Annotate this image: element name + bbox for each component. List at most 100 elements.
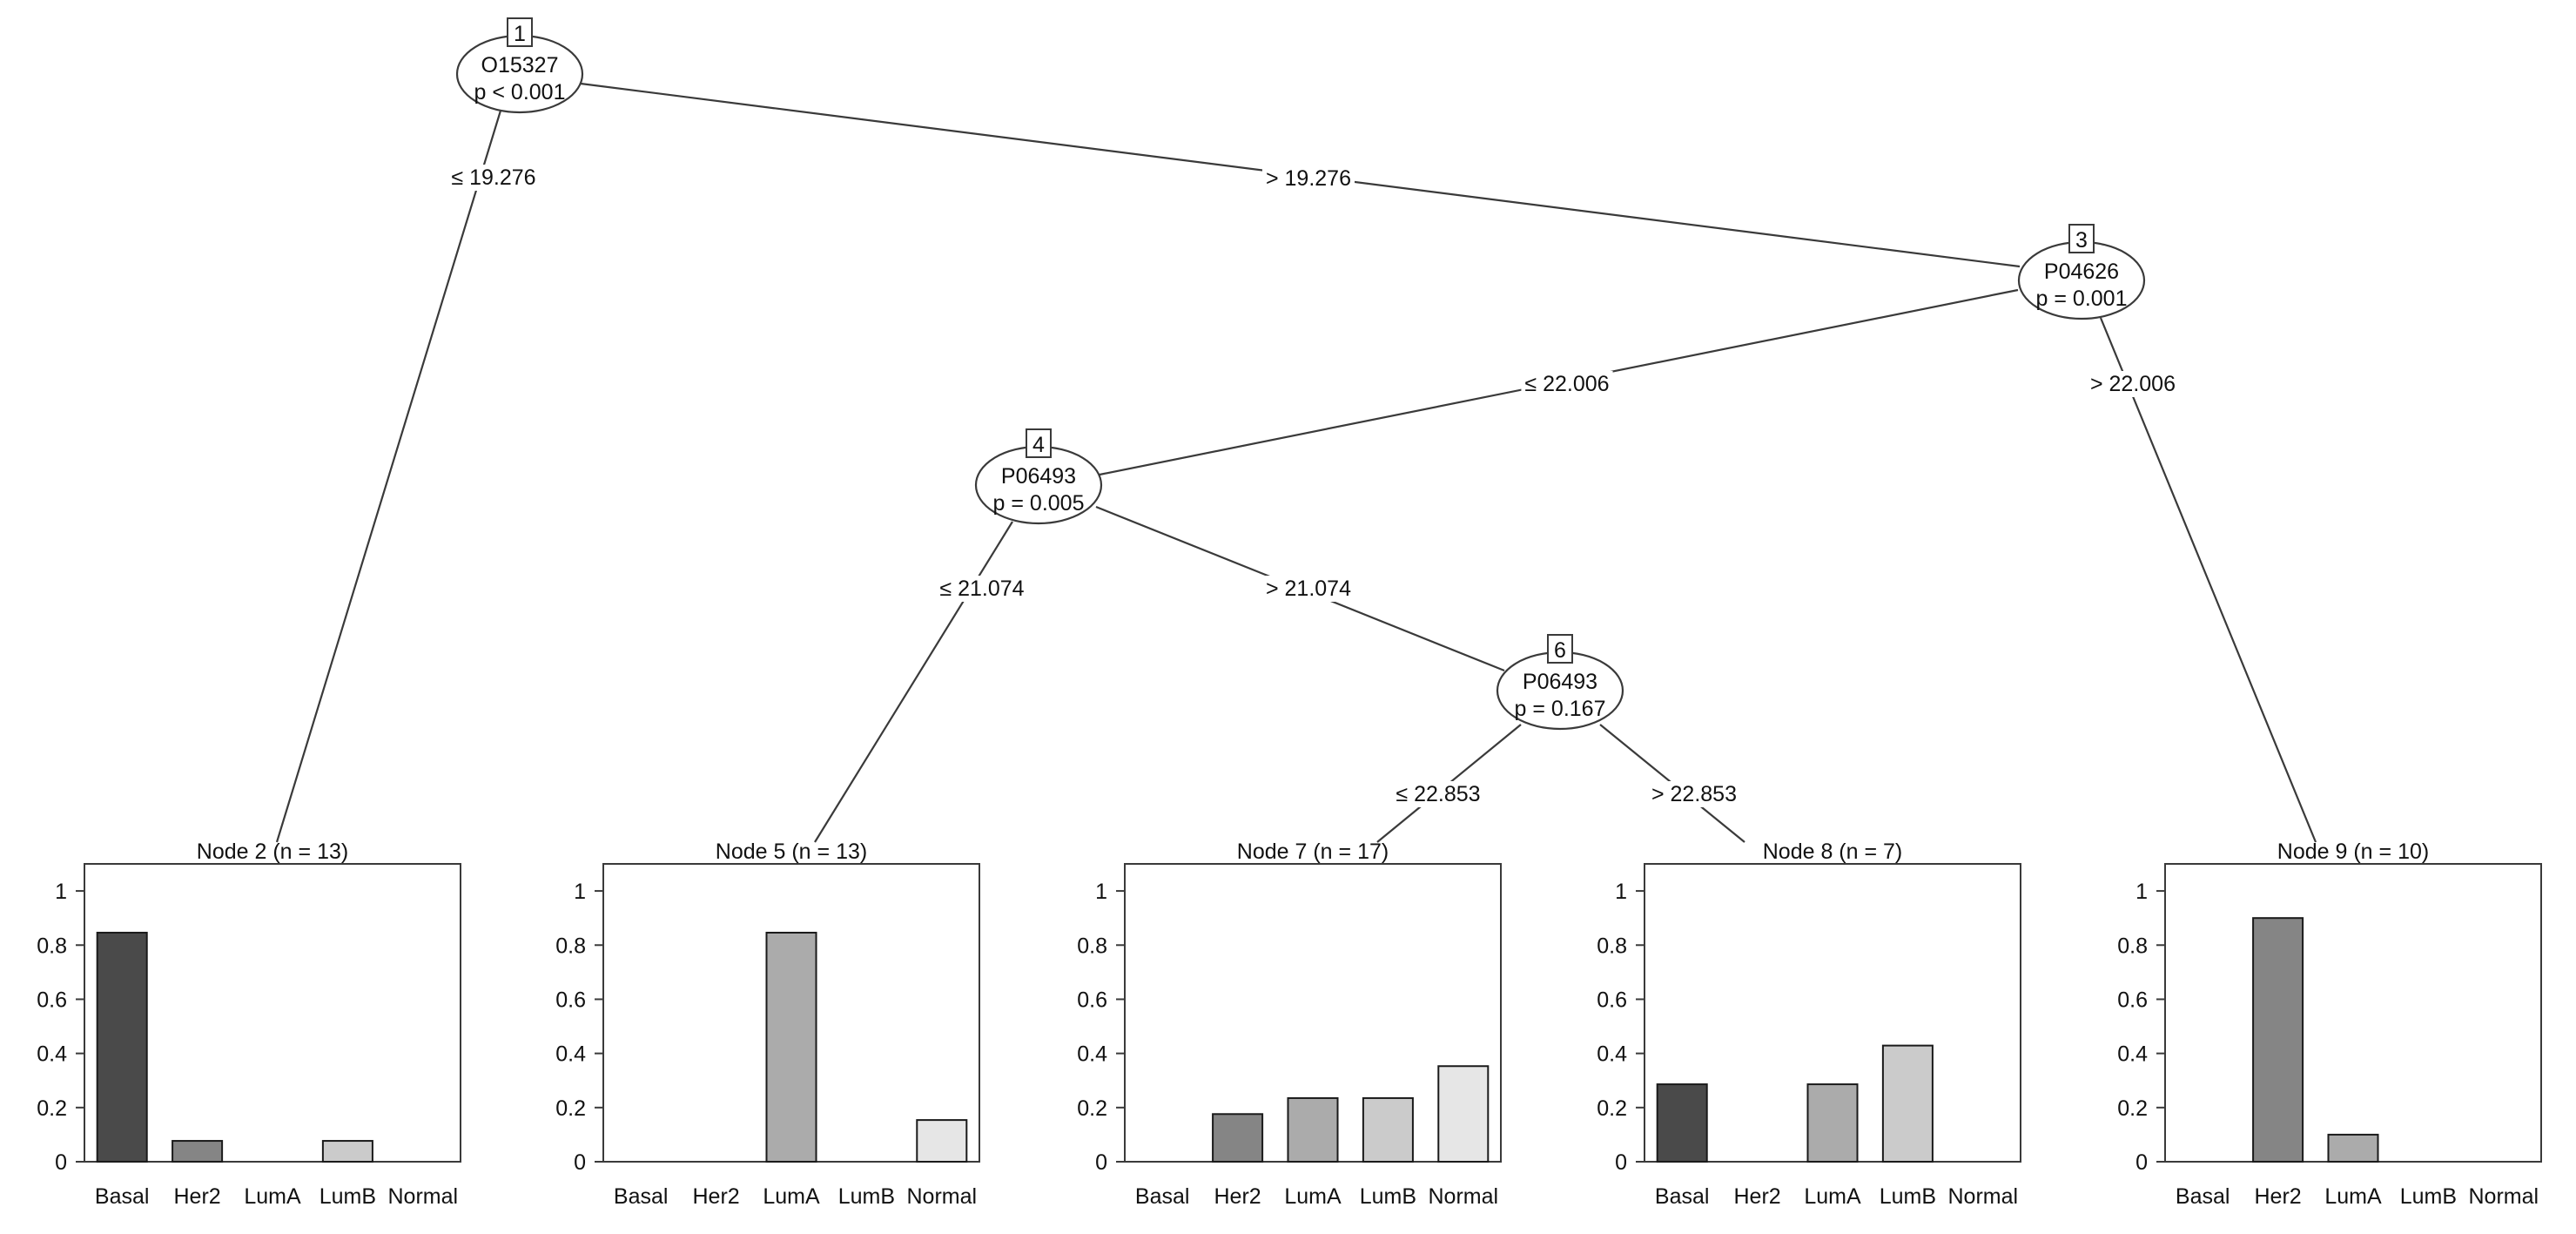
category-label-lumb: LumB	[838, 1184, 895, 1209]
y-tick-label: 0.4	[555, 1042, 586, 1067]
category-label-luma: LumA	[2324, 1184, 2382, 1209]
category-label-normal: Normal	[388, 1184, 459, 1209]
y-tick-label: 0.6	[555, 988, 586, 1012]
category-label-basal: Basal	[1135, 1184, 1190, 1209]
edge-label-background	[1261, 576, 1355, 602]
category-label-luma: LumA	[1804, 1184, 1861, 1209]
edge-label-4-to-5: ≤ 21.074	[939, 577, 1024, 601]
node-id-box	[1547, 634, 1573, 664]
tree-edge-labels: ≤ 19.276> 19.276≤ 22.006> 22.006≤ 21.074…	[447, 165, 2180, 807]
y-tick-label: 0.4	[1077, 1042, 1107, 1067]
bar-normal	[1437, 1065, 1490, 1163]
category-label-normal: Normal	[1948, 1184, 2019, 1209]
category-label-her2: Her2	[693, 1184, 740, 1209]
node-id-label: 4	[1032, 433, 1045, 457]
y-tick-label: 0.8	[2117, 934, 2148, 958]
node-id-box	[2068, 224, 2095, 253]
edge-label-background	[1647, 781, 1741, 807]
category-label-luma: LumA	[763, 1184, 820, 1209]
y-tick-label: 1	[1095, 880, 1107, 904]
edge-label-background	[1392, 781, 1484, 807]
bar-lumb	[1881, 1044, 1934, 1163]
category-label-lumb: LumB	[2400, 1184, 2457, 1209]
category-label-her2: Her2	[1214, 1184, 1261, 1209]
y-tick-label: 0	[55, 1150, 67, 1175]
y-tick-label: 0.4	[2117, 1042, 2148, 1067]
y-tick-label: 0.8	[555, 934, 586, 958]
category-label-normal: Normal	[1429, 1184, 1499, 1209]
category-label-lumb: LumB	[319, 1184, 376, 1209]
bar-her2	[1212, 1113, 1264, 1163]
category-label-normal: Normal	[2469, 1184, 2539, 1209]
y-tick-label: 0.8	[1077, 934, 1107, 958]
edge-label-3-to-9: > 22.006	[2090, 372, 2176, 396]
panel-title: Node 7 (n = 17)	[1237, 840, 1389, 864]
bar-normal	[916, 1119, 968, 1163]
edge-label-background	[936, 576, 1028, 602]
node-id-box	[507, 17, 533, 47]
y-tick-label: 0.2	[1597, 1096, 1627, 1121]
panel-title: Node 2 (n = 13)	[197, 840, 348, 864]
category-label-basal: Basal	[614, 1184, 669, 1209]
bar-luma	[1287, 1096, 1339, 1163]
edge-label-3-to-4: ≤ 22.006	[1524, 372, 1609, 396]
bar-luma	[2327, 1133, 2379, 1163]
node-pvalue-label: p = 0.167	[1515, 697, 1606, 721]
edge-label-background	[1261, 165, 1355, 192]
node-id-box	[1026, 428, 1052, 458]
edge-label-background	[1521, 371, 1613, 397]
category-label-her2: Her2	[2255, 1184, 2302, 1209]
panel-frame	[2164, 863, 2542, 1163]
y-tick-label: 0.2	[2117, 1096, 2148, 1121]
edge-label-4-to-6: > 21.074	[1266, 577, 1351, 601]
y-tick-label: 0.4	[1597, 1042, 1627, 1067]
edge-label-6-to-8: > 22.853	[1651, 782, 1737, 806]
bar-lumb	[321, 1140, 373, 1163]
panel-title: Node 5 (n = 13)	[716, 840, 867, 864]
bar-luma	[1806, 1083, 1859, 1163]
category-label-her2: Her2	[1734, 1184, 1781, 1209]
y-tick-label: 0	[574, 1150, 586, 1175]
tree-edges	[275, 82, 2317, 843]
node-pvalue-label: p = 0.005	[993, 491, 1085, 516]
node-id-label: 1	[514, 22, 526, 46]
y-tick-label: 0	[2135, 1150, 2148, 1175]
edge-label-background	[2086, 371, 2180, 397]
edge-label-background	[447, 165, 540, 191]
y-tick-label: 0.6	[2117, 988, 2148, 1012]
panel-title: Node 9 (n = 10)	[2277, 840, 2429, 864]
y-tick-label: 0.4	[37, 1042, 67, 1067]
edge-label-1-to-3: > 19.276	[1266, 166, 1351, 191]
bar-her2	[172, 1140, 224, 1163]
edge-1-to-2	[275, 110, 502, 843]
y-tick-label: 0.6	[37, 988, 67, 1012]
panel-title: Node 8 (n = 7)	[1763, 840, 1903, 864]
node-variable-label: P06493	[1523, 670, 1597, 694]
bar-basal	[96, 931, 148, 1163]
node-variable-label: P06493	[1001, 464, 1076, 489]
y-tick-label: 0.6	[1597, 988, 1627, 1012]
category-label-normal: Normal	[907, 1184, 978, 1209]
bar-lumb	[1362, 1096, 1414, 1163]
node-id-label: 6	[1554, 638, 1566, 663]
category-label-basal: Basal	[95, 1184, 150, 1209]
category-label-basal: Basal	[2176, 1184, 2230, 1209]
category-label-lumb: LumB	[1880, 1184, 1936, 1209]
y-tick-label: 0.2	[1077, 1096, 1107, 1121]
y-tick-label: 0	[1095, 1150, 1107, 1175]
node-variable-label: P04626	[2044, 260, 2119, 284]
node-pvalue-label: p = 0.001	[2036, 287, 2128, 311]
y-tick-label: 0.8	[37, 934, 67, 958]
node-id-label: 3	[2075, 228, 2088, 253]
